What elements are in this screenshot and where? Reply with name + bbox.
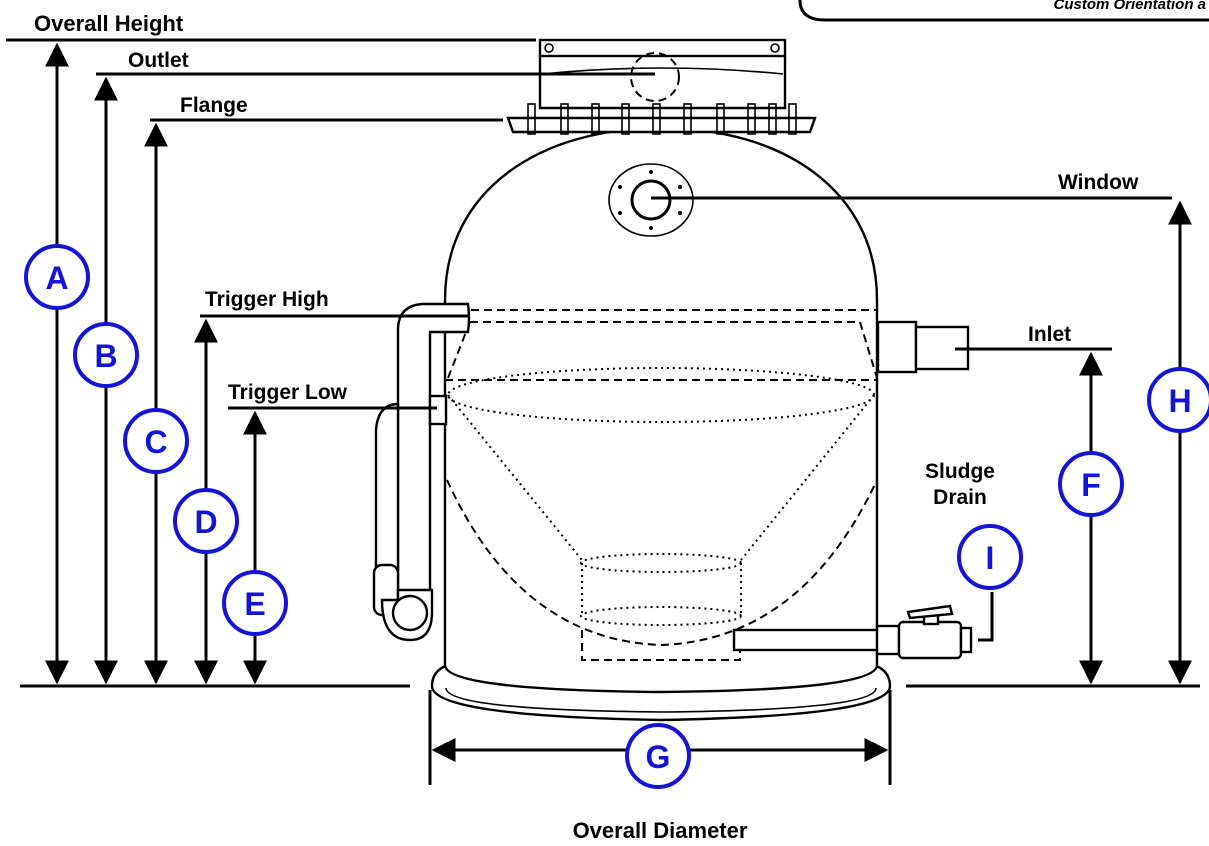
label-inlet: Inlet (1028, 323, 1071, 346)
svg-text:B: B (94, 338, 117, 374)
svg-text:D: D (194, 504, 217, 540)
label-drain: Drain (933, 486, 987, 509)
badge-f: F (1058, 451, 1124, 517)
svg-text:H: H (1168, 383, 1191, 419)
tank-illustration (372, 38, 973, 722)
label-window: Window (1058, 171, 1139, 194)
svg-text:E: E (244, 586, 265, 622)
label-trigger-high: Trigger High (205, 288, 329, 311)
flange-bolts (527, 103, 797, 135)
svg-text:I: I (986, 540, 995, 576)
sludge-drain-line (978, 592, 994, 642)
badge-h: H (1147, 367, 1209, 433)
svg-text:C: C (144, 424, 167, 460)
badge-a: A (24, 244, 90, 310)
badge-i: I (957, 524, 1023, 590)
corner-note-text: Custom Orientation a (1053, 0, 1206, 13)
label-overall-height: Overall Height (34, 11, 184, 36)
badge-c: C (123, 408, 189, 474)
corner-note-box: Custom Orientation a (798, 0, 1209, 22)
label-overall-diameter: Overall Diameter (573, 818, 748, 843)
label-flange: Flange (180, 94, 248, 117)
label-trigger-low: Trigger Low (228, 381, 348, 404)
badge-e: E (222, 570, 288, 636)
badge-d: D (173, 488, 239, 554)
svg-text:F: F (1081, 467, 1101, 503)
svg-text:A: A (45, 260, 68, 296)
badge-g: G (625, 723, 691, 789)
label-outlet: Outlet (128, 49, 189, 72)
label-sludge: Sludge (925, 460, 995, 483)
svg-text:G: G (646, 739, 671, 775)
badge-b: B (73, 322, 139, 388)
